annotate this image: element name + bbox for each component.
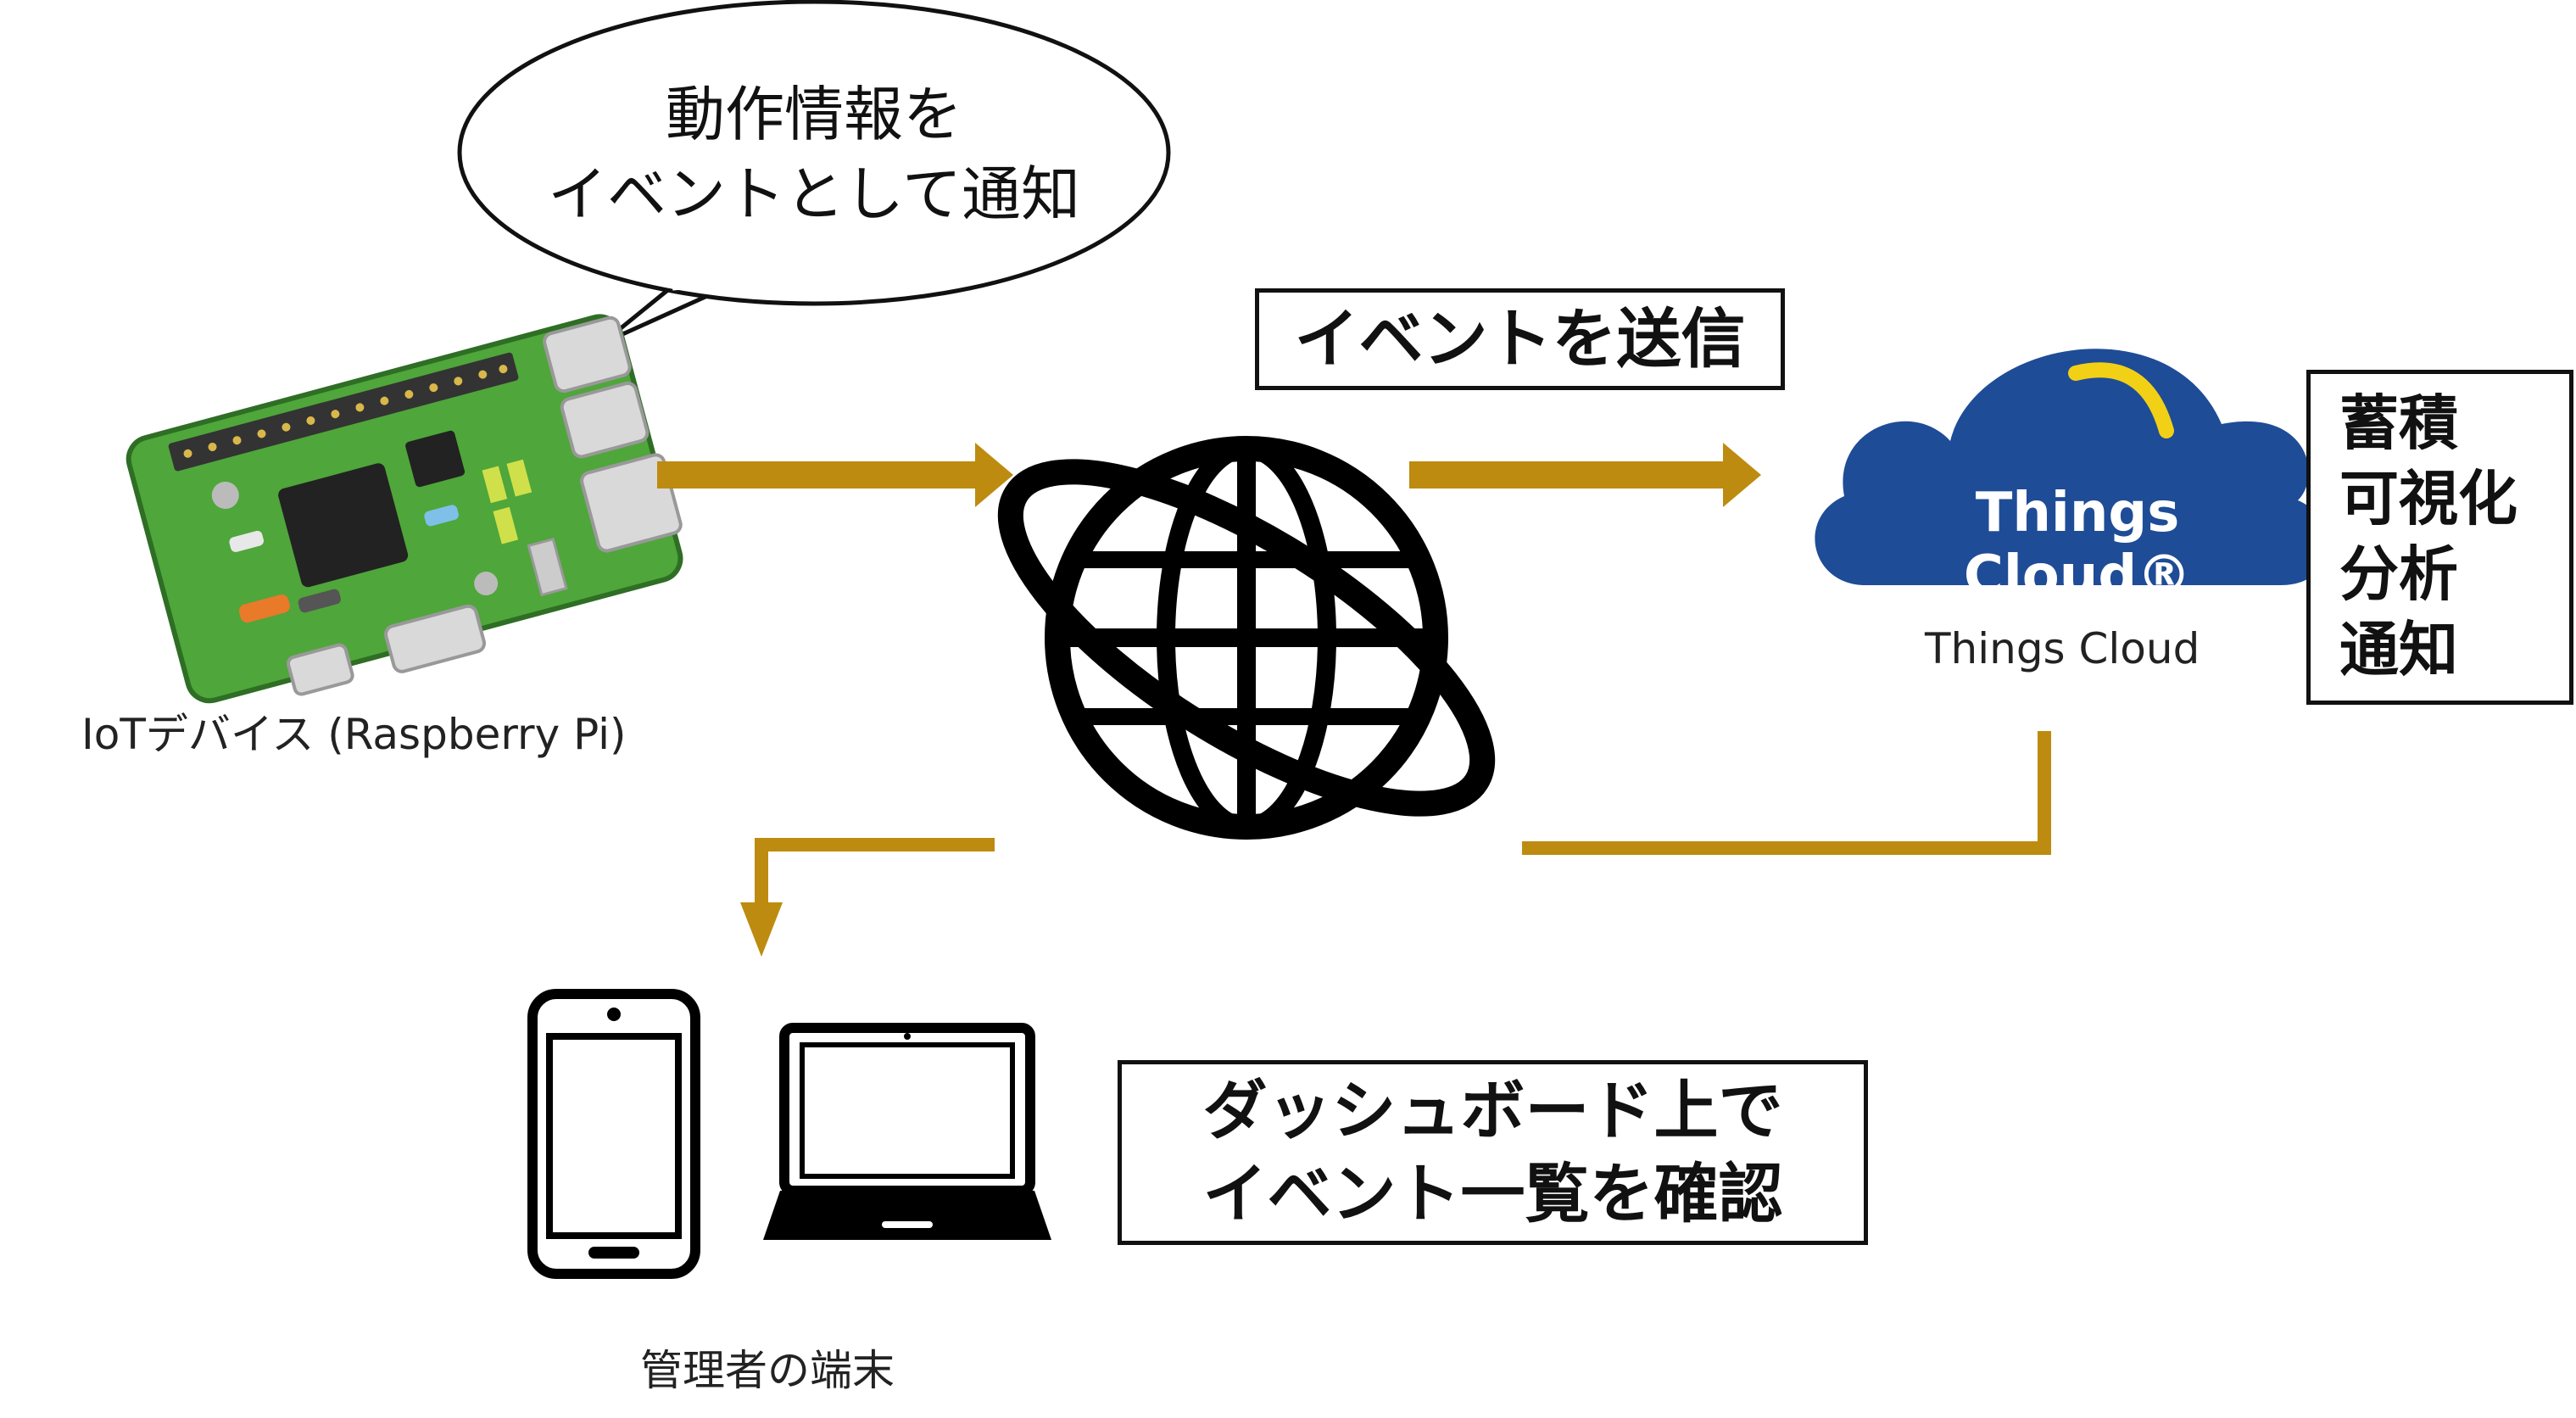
laptop-icon [763, 1023, 1051, 1240]
arrow-device-to-internet [657, 443, 1013, 507]
cloud-logo-text: Things Cloud® [1963, 482, 2192, 607]
speech-bubble [457, 0, 1171, 346]
speech-bubble-line-2: イベントとして通知 [548, 159, 1080, 229]
feature-item-1: 蓄積 [2339, 388, 2458, 458]
features-box: 蓄積 可視化 分析 通知 [2306, 370, 2573, 705]
speech-bubble-text: 動作情報を イベントとして通知 [509, 75, 1119, 234]
cloud-icon [1815, 349, 2328, 585]
dashboard-box: ダッシュボード上で イベント一覧を確認 [1118, 1060, 1868, 1245]
cloud-label: Things Cloud [1925, 624, 2200, 673]
send-box: イベントを送信 [1255, 288, 1785, 390]
dashboard-line-2: イベント一覧を確認 [1202, 1156, 1783, 1231]
device-label: IoTデバイス (Raspberry Pi) [81, 710, 627, 759]
feature-item-4: 通知 [2339, 615, 2458, 684]
arrow-cloud-to-terminal [740, 731, 2051, 957]
send-box-label: イベントを送信 [1294, 301, 1746, 377]
arrow-internet-to-cloud [1409, 443, 1761, 507]
smartphone-icon [527, 989, 700, 1279]
terminal-label: 管理者の端末 [640, 1346, 895, 1395]
dashboard-line-1: ダッシュボード上で [1202, 1073, 1783, 1148]
globe-icon [997, 436, 1496, 840]
raspberry-pi-board-icon [125, 314, 683, 704]
feature-item-3: 分析 [2339, 539, 2458, 609]
feature-item-2: 可視化 [2339, 464, 2517, 533]
speech-bubble-line-1: 動作情報を [666, 80, 962, 149]
